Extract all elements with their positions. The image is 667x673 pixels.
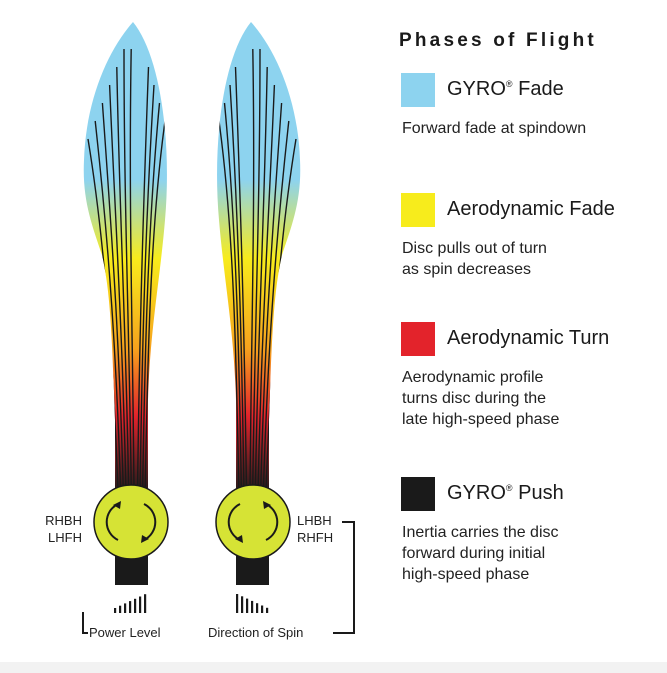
feather-line (123, 48, 133, 561)
feather-line (251, 48, 261, 561)
direction-of-spin-label: Direction of Spin (208, 625, 303, 640)
power-level-bar (144, 594, 147, 613)
legend-suffix: Push (518, 482, 564, 504)
feather-line (256, 84, 276, 561)
left-disc-circle (93, 484, 169, 560)
direction-of-spin-icon (236, 594, 269, 613)
left-disc (93, 484, 169, 560)
legend-swatch-gyro-push (401, 477, 435, 511)
feather-line (108, 84, 128, 561)
feather-line (253, 66, 268, 561)
right-spin-arrowhead-icon (235, 535, 243, 543)
legend-desc-line: Forward fade at spindown (402, 120, 587, 137)
direction-bracket (333, 521, 355, 634)
right-spin-arrowhead-icon-2 (263, 501, 271, 509)
direction-of-spin-bar (266, 607, 269, 613)
power-level-icon (114, 594, 147, 613)
direction-of-spin-bar (246, 598, 249, 613)
direction-of-spin-bar (241, 596, 244, 613)
feather-line (260, 120, 290, 561)
power-level-bracket (82, 612, 88, 634)
legend-desc-line: forward during initial (402, 545, 546, 562)
legend-swatch-gyro-fade (401, 73, 435, 107)
feather-line (129, 48, 136, 561)
legend-desc-gyro-fade: Forward fade at spindown (402, 118, 586, 139)
legend-name: GYRO (447, 78, 506, 100)
right-spin-arrow-icon (227, 503, 241, 541)
left-throw-label-1: RHBH (45, 513, 82, 528)
legend-desc-line: late high-speed phase (402, 411, 560, 428)
left-spin-arrowhead-icon (113, 501, 121, 509)
feather-line (223, 102, 244, 561)
legend-suffix: Fade (518, 78, 564, 100)
right-spin-arrow-icon-2 (265, 503, 279, 541)
legend-desc-line: high-speed phase (402, 566, 530, 583)
right-throw-label-1: LHBH (297, 513, 332, 528)
left-feather-lines (87, 48, 166, 561)
legend-label-aerodynamic-turn: Aerodynamic Turn (447, 327, 610, 349)
left-flight-feather (83, 22, 167, 585)
feather-line (143, 120, 166, 561)
legend-label-gyro-push: GYRO® Push (447, 482, 564, 505)
power-level-label: Power Level (89, 625, 161, 640)
feather-line (136, 66, 150, 561)
left-spin-arrow-icon (105, 503, 119, 541)
feather-line (140, 102, 161, 561)
left-spin-arrowhead-icon-2 (141, 535, 149, 543)
feather-line (101, 102, 126, 561)
feather-line (258, 102, 283, 561)
legend-swatch-aerodynamic-turn (401, 322, 435, 356)
power-level-bar (134, 598, 137, 613)
feather-line (116, 66, 131, 561)
direction-of-spin-bar (261, 605, 264, 613)
legend-desc-line: turns disc during the (402, 390, 547, 407)
legend-desc-line: Aerodynamic profile (402, 369, 544, 386)
legend-desc-line: Disc pulls out of turn (402, 240, 547, 257)
flight-diagram: RHBH LHFH LHBH RHFH Power Level Directio… (45, 22, 355, 640)
legend-label-gyro-fade: GYRO® Fade (447, 78, 564, 101)
power-level-bar (129, 601, 132, 613)
legend-desc-gyro-push: Inertia carries the disc forward during … (402, 522, 559, 585)
direction-of-spin-bar (256, 603, 259, 613)
legend-label-aerodynamic-fade: Aerodynamic Fade (447, 198, 615, 220)
feather-line (229, 84, 246, 561)
right-throw-label-2: RHFH (297, 530, 333, 545)
power-level-bar (114, 608, 117, 613)
feather-line (94, 120, 124, 561)
left-spin-arrow-icon-2 (143, 503, 157, 541)
left-throw-label-2: LHFH (48, 530, 82, 545)
right-flight-feather (217, 22, 301, 585)
legend-desc-line: Inertia carries the disc (402, 524, 559, 541)
legend-desc-aerodynamic-turn: Aerodynamic profile turns disc during th… (402, 367, 559, 430)
page-title: Phases of Flight (399, 30, 597, 51)
feather-line (234, 66, 248, 561)
right-disc-circle (215, 484, 291, 560)
feather-line (248, 48, 255, 561)
direction-of-spin-bar (236, 594, 239, 613)
power-level-bar (139, 596, 142, 613)
feather-line (138, 84, 155, 561)
legend-desc-aerodynamic-fade: Disc pulls out of turn as spin decreases (402, 238, 547, 280)
bottom-band (0, 662, 667, 673)
legend-name: GYRO (447, 482, 506, 504)
right-feather-lines (218, 48, 297, 561)
feather-line (218, 120, 241, 561)
power-level-bar (119, 605, 122, 613)
registered-mark: ® (505, 79, 513, 89)
direction-of-spin-bar (251, 600, 254, 613)
legend-desc-line: as spin decreases (402, 261, 531, 278)
legend-swatch-aerodynamic-fade (401, 193, 435, 227)
right-disc (215, 484, 291, 560)
power-level-bar (124, 603, 127, 613)
registered-mark: ® (505, 483, 513, 493)
